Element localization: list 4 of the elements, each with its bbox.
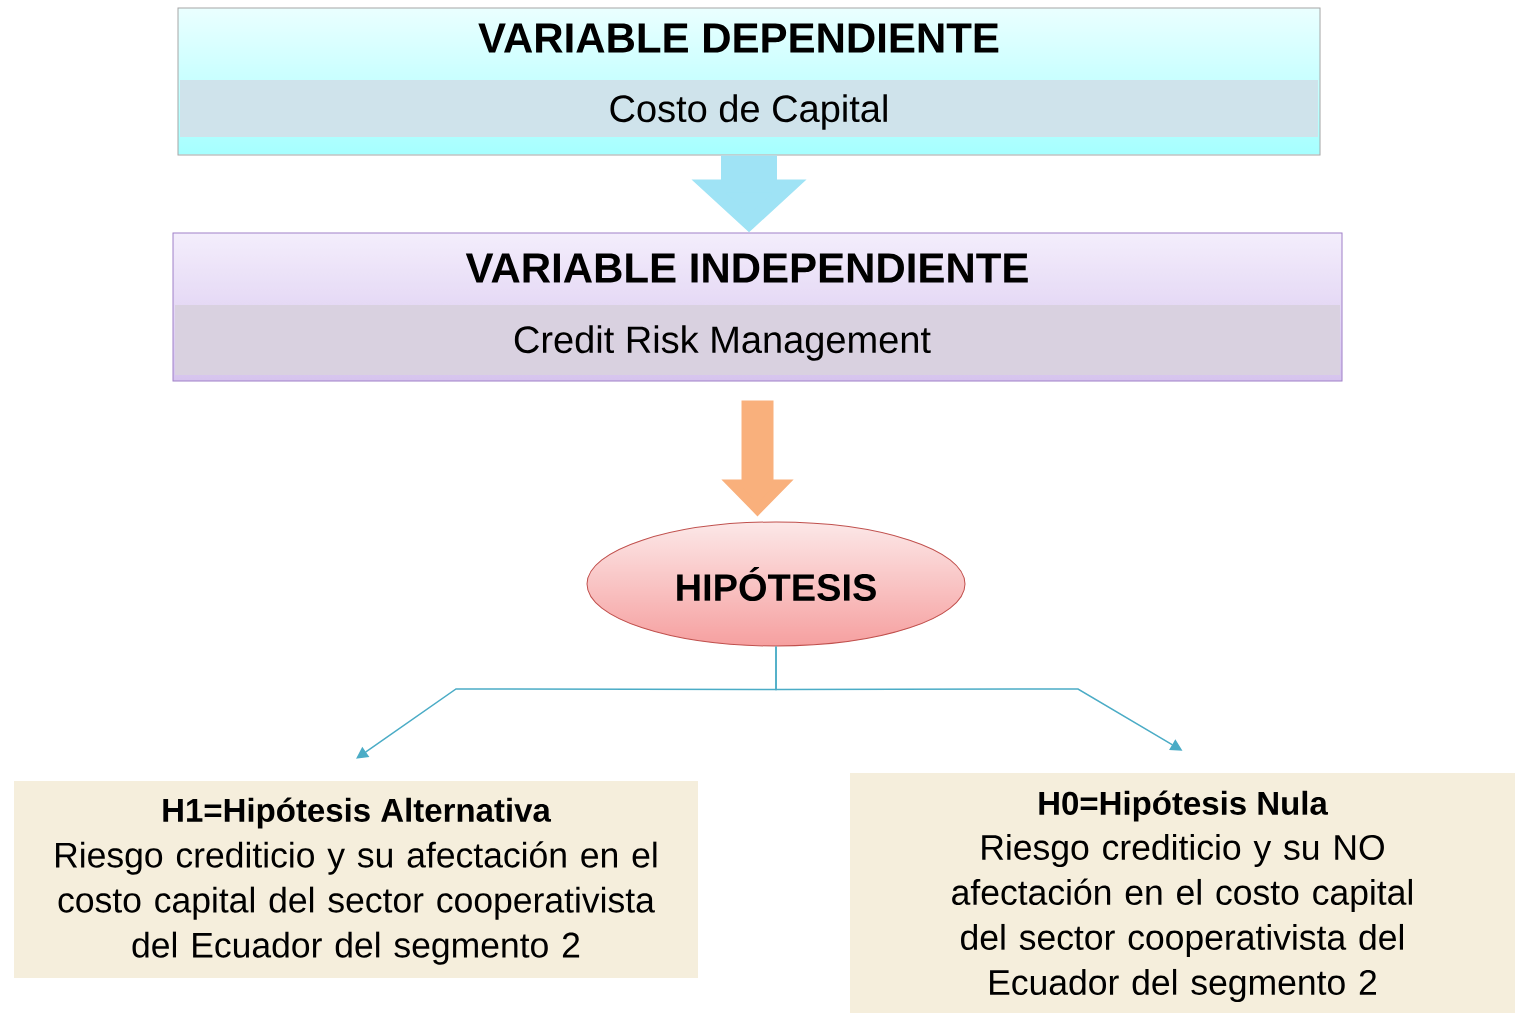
hypothesis-box: H1=Hipótesis Alternativa Riesgo crediticio y su afectación en el costo capital del sector cooperativista del Ecuador del segmento 2 (14, 781, 698, 978)
header-box: VARIABLE INDEPENDIENTE Credit Risk Management (172, 232, 1343, 382)
header-box: VARIABLE DEPENDIENTE Costo de Capital (177, 7, 1321, 156)
hypothesis-box: H0=Hipótesis Nula Riesgo crediticio y su NO afectación en el costo capital del sector cooperativista del Ecuador del segmento 2 (850, 773, 1515, 1013)
